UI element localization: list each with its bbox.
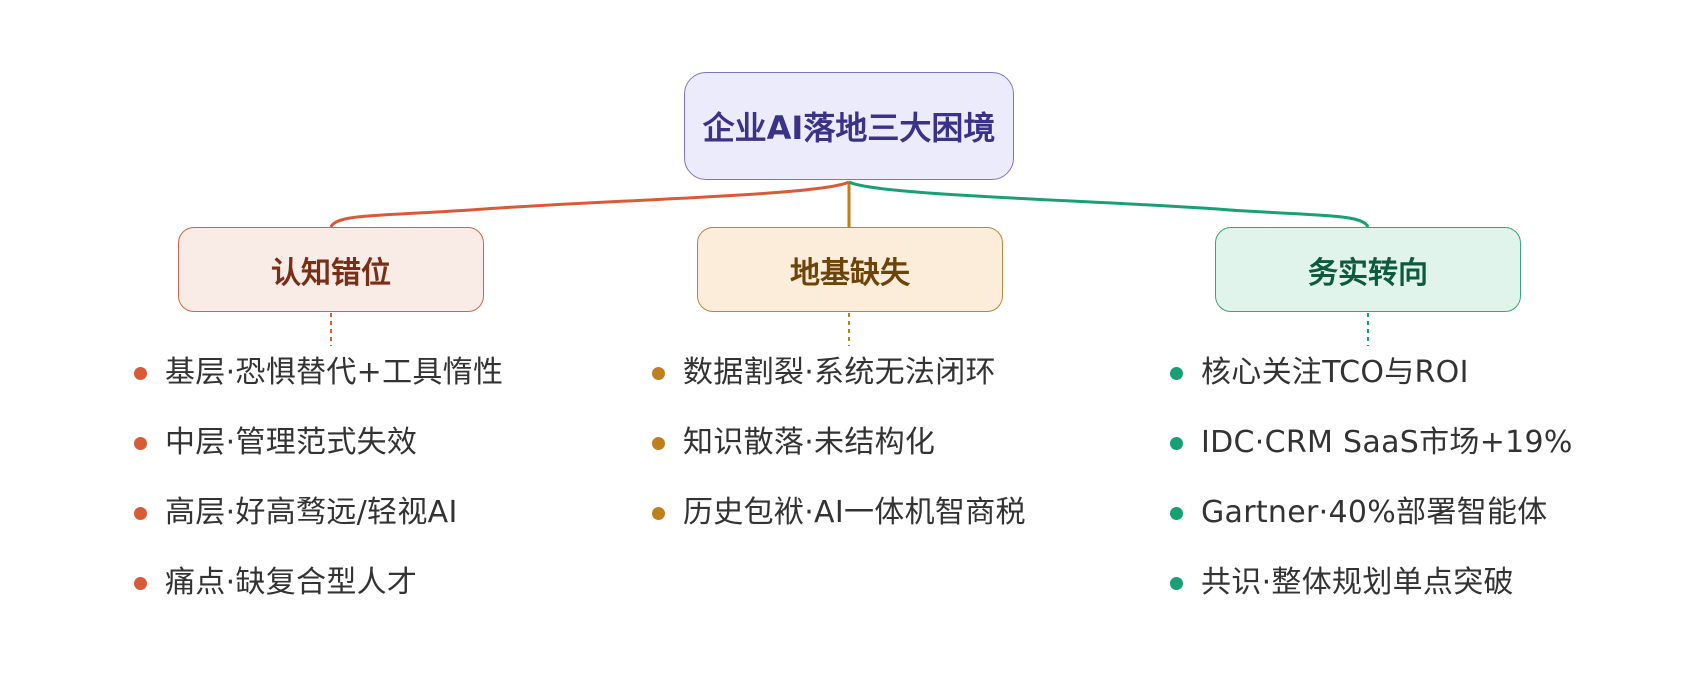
list-item: IDC·CRM SaaS市场+19% — [1170, 422, 1573, 492]
list-item: 中层·管理范式失效 — [134, 422, 503, 492]
list-item: 历史包袱·AI一体机智商税 — [652, 492, 1026, 562]
list-item: 共识·整体规划单点突破 — [1170, 562, 1573, 632]
bullet-dot-icon — [134, 367, 147, 380]
bullet-dot-icon — [1170, 437, 1183, 450]
branch-title: 务实转向 — [1308, 255, 1428, 291]
bullet-dot-icon — [652, 367, 665, 380]
bullet-dot-icon — [134, 507, 147, 520]
list-item: 基层·恐惧替代+工具惰性 — [134, 352, 503, 422]
bullet-dot-icon — [134, 437, 147, 450]
list-item: Gartner·40%部署智能体 — [1170, 492, 1573, 562]
branch-2-list: 数据割裂·系统无法闭环 知识散落·未结构化 历史包袱·AI一体机智商税 — [652, 352, 1026, 562]
list-item-text: 数据割裂·系统无法闭环 — [683, 355, 996, 390]
list-item: 高层·好高骛远/轻视AI — [134, 492, 503, 562]
branch-title: 地基缺失 — [790, 255, 910, 291]
root-title: 企业AI落地三大困境 — [702, 109, 996, 147]
branch-title: 认知错位 — [271, 255, 391, 291]
list-item-text: Gartner·40%部署智能体 — [1201, 495, 1548, 530]
branch-1-list: 基层·恐惧替代+工具惰性 中层·管理范式失效 高层·好高骛远/轻视AI 痛点·缺… — [134, 352, 503, 632]
list-item: 痛点·缺复合型人才 — [134, 562, 503, 632]
list-item-text: 中层·管理范式失效 — [165, 425, 418, 460]
list-item: 数据割裂·系统无法闭环 — [652, 352, 1026, 422]
root-node: 企业AI落地三大困境 — [684, 72, 1014, 180]
bullet-dot-icon — [1170, 577, 1183, 590]
list-item-text: IDC·CRM SaaS市场+19% — [1201, 425, 1573, 460]
bullet-dot-icon — [652, 507, 665, 520]
connector-root-branch-3 — [848, 180, 1370, 228]
bullet-dot-icon — [134, 577, 147, 590]
list-item-text: 基层·恐惧替代+工具惰性 — [165, 355, 504, 390]
list-item-text: 历史包袱·AI一体机智商税 — [683, 495, 1026, 530]
bullet-dot-icon — [652, 437, 665, 450]
branch-3-list: 核心关注TCO与ROI IDC·CRM SaaS市场+19% Gartner·4… — [1170, 352, 1573, 632]
list-item: 核心关注TCO与ROI — [1170, 352, 1573, 422]
list-item-text: 共识·整体规划单点突破 — [1201, 565, 1514, 600]
branch-node-missing-foundation: 地基缺失 — [697, 227, 1003, 312]
bullet-dot-icon — [1170, 507, 1183, 520]
connector-root-branch-1 — [329, 180, 850, 228]
branch-node-cognitive-mismatch: 认知错位 — [178, 227, 484, 312]
list-item: 知识散落·未结构化 — [652, 422, 1026, 492]
list-item-text: 高层·好高骛远/轻视AI — [165, 495, 458, 530]
branch-node-pragmatic-shift: 务实转向 — [1215, 227, 1521, 312]
list-item-text: 知识散落·未结构化 — [683, 425, 936, 460]
list-item-text: 核心关注TCO与ROI — [1201, 355, 1469, 390]
list-item-text: 痛点·缺复合型人才 — [165, 565, 418, 600]
bullet-dot-icon — [1170, 367, 1183, 380]
